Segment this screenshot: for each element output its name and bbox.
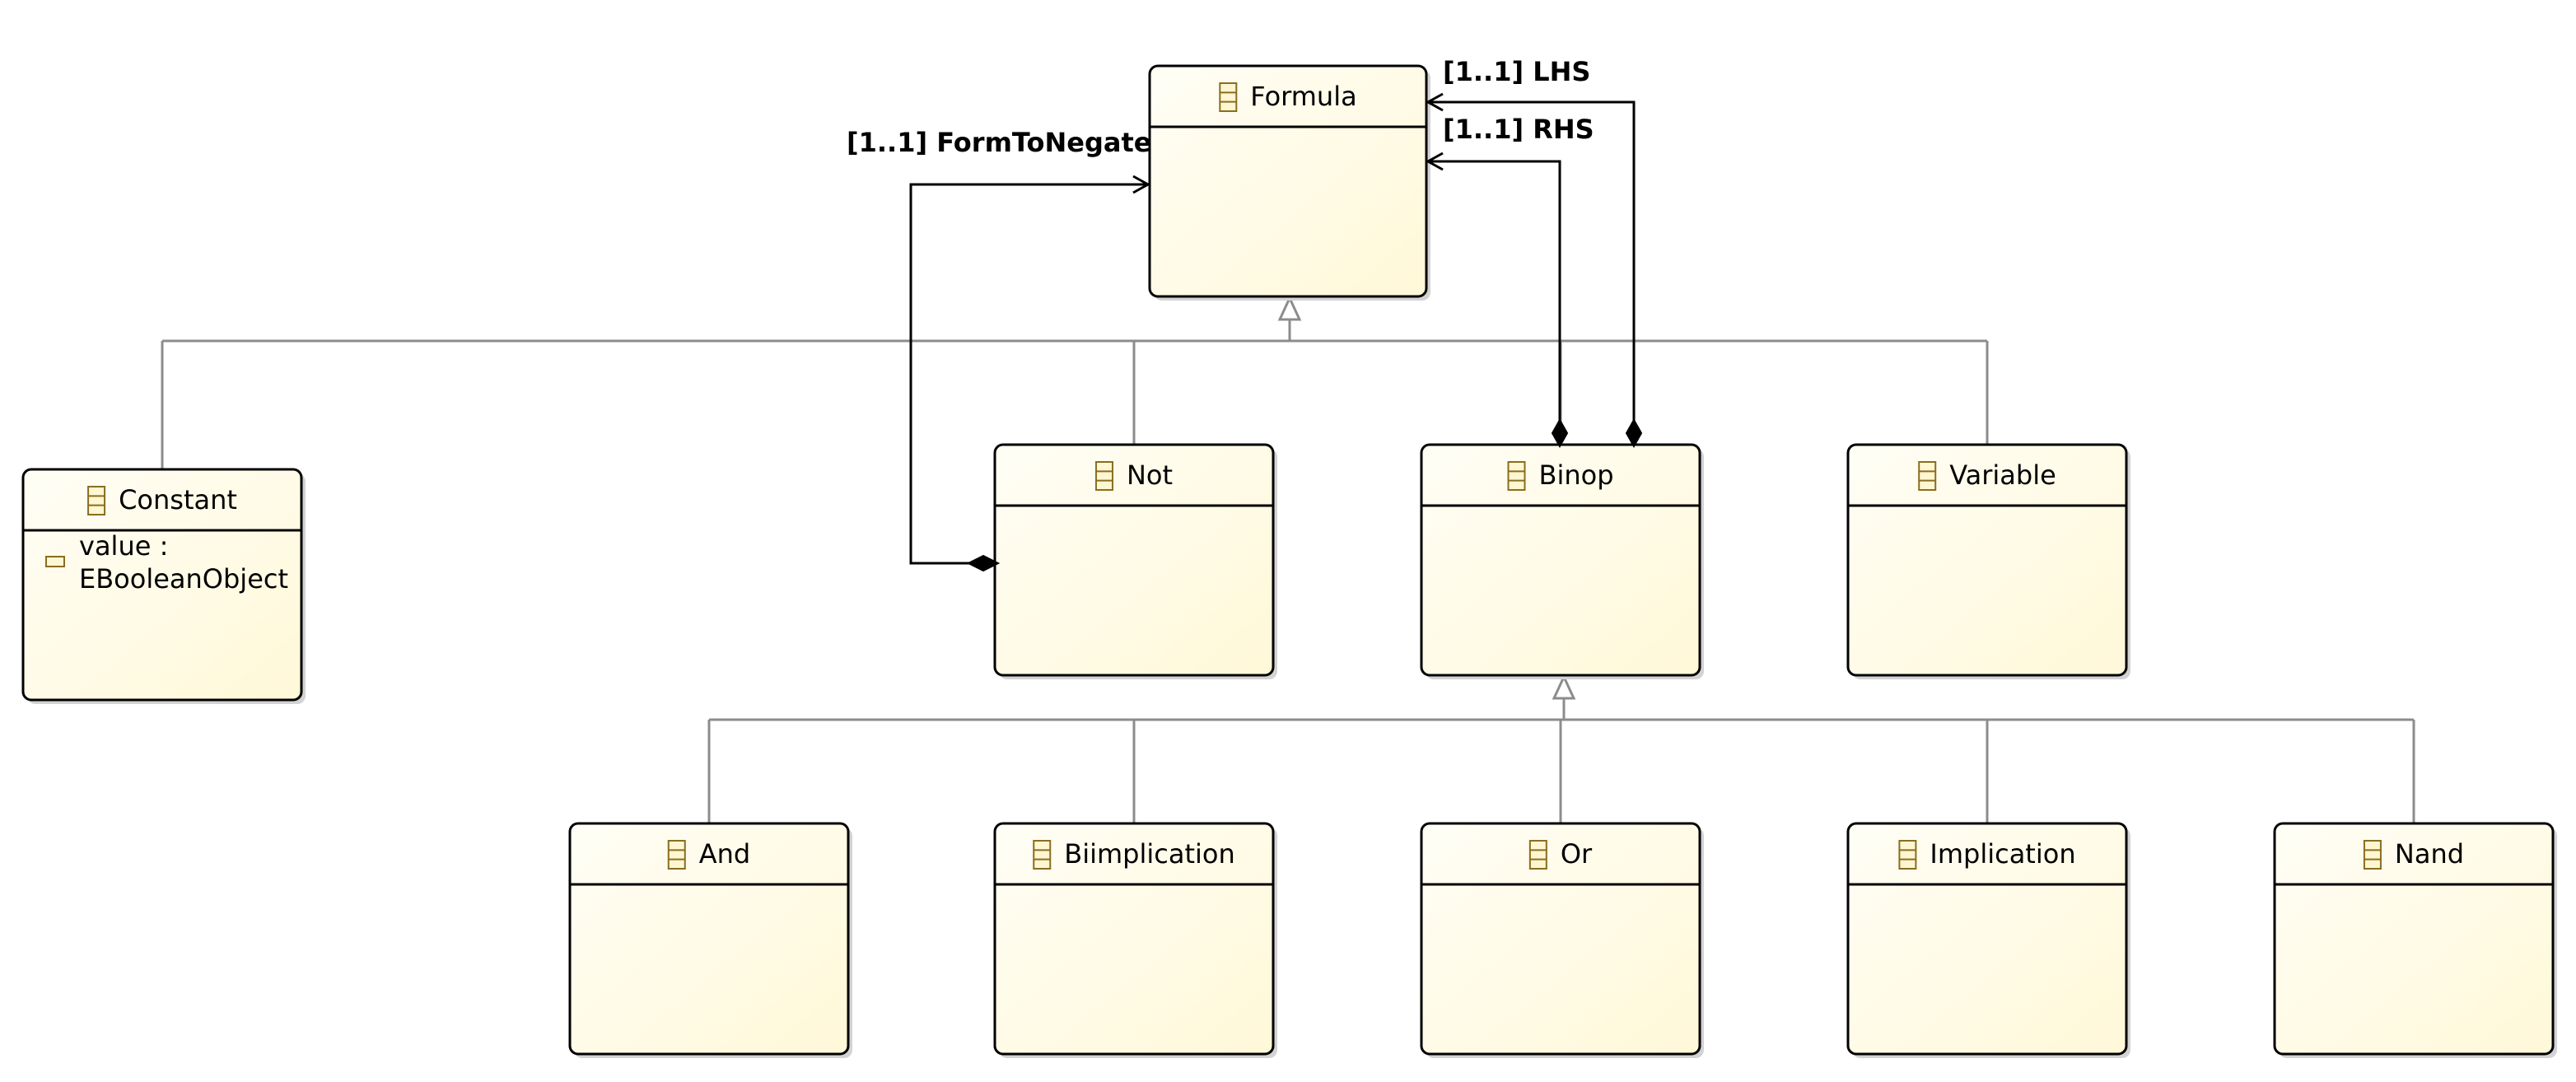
class-name-binop: Binop: [1538, 459, 1613, 491]
eclass-icon: [1094, 461, 1113, 491]
eclass-icon: [1219, 82, 1238, 112]
class-name-implication: Implication: [1930, 838, 2075, 870]
class-frame: [1148, 64, 1428, 298]
class-frame: [1420, 822, 1701, 1056]
class-frame: [1846, 822, 2128, 1056]
arrow-end-layer: [966, 92, 1643, 572]
attribute-text: value :: [79, 530, 168, 562]
reference-ends-rhs: [1425, 152, 1569, 449]
class-box-binop[interactable]: Binop: [1420, 443, 1704, 679]
reference-label-formtonegate: [1..1] FormToNegate: [847, 127, 1151, 158]
eclass-icon: [1918, 461, 1937, 491]
class-box-formula[interactable]: Formula: [1148, 64, 1430, 301]
class-frame: [993, 443, 1275, 677]
class-box-nand[interactable]: Nand: [2273, 822, 2557, 1058]
containment-diamond: [1625, 417, 1643, 449]
class-name-formula: Formula: [1250, 81, 1356, 112]
reference-ends-lhs: [1425, 92, 1643, 449]
class-name-or: Or: [1561, 838, 1593, 870]
class-box-and[interactable]: And: [568, 822, 852, 1058]
generalization-arrowhead: [1277, 295, 1302, 321]
class-box-biimplication[interactable]: Biimplication: [993, 822, 1277, 1058]
reference-ends-formtonegate: [966, 175, 1151, 572]
class-box-or[interactable]: Or: [1420, 822, 1704, 1058]
class-name-constant: Constant: [119, 484, 237, 515]
reference-lhs[interactable]: [1428, 100, 1636, 438]
class-frame: [2273, 822, 2555, 1056]
class-box-constant[interactable]: Constant value :EBooleanObject: [21, 468, 306, 704]
class-name-and: And: [699, 838, 750, 870]
class-name-biimplication: Biimplication: [1064, 838, 1235, 870]
eattribute-icon: [45, 556, 65, 567]
navigable-arrowhead: [1132, 175, 1151, 194]
class-frame: [568, 822, 850, 1056]
navigable-arrowhead: [1425, 152, 1444, 171]
class-box-implication[interactable]: Implication: [1846, 822, 2130, 1058]
class-name-nand: Nand: [2395, 838, 2464, 870]
eclass-icon: [667, 840, 686, 870]
attribute-text: EBooleanObject: [79, 563, 288, 595]
eclass-icon: [1507, 461, 1526, 491]
class-box-not[interactable]: Not: [993, 443, 1277, 679]
eclass-icon: [2363, 840, 2382, 870]
eclass-icon: [1528, 840, 1547, 870]
generalization-layer: [161, 295, 2415, 823]
reference-label-rhs: [1..1] RHS: [1443, 114, 1594, 145]
generalization-arrowhead: [1552, 674, 1576, 700]
class-box-variable[interactable]: Variable: [1846, 443, 2130, 679]
class-frame: [1846, 443, 2128, 677]
reference-layer: [909, 100, 1636, 565]
eclass-icon: [87, 486, 106, 515]
class-frame: [21, 468, 303, 702]
generalization-binop: [707, 674, 2415, 823]
class-name-variable: Variable: [1949, 459, 2056, 491]
reference-label-lhs: [1..1] LHS: [1443, 56, 1590, 87]
eclass-icon: [1033, 840, 1052, 870]
label-layer: [1..1] LHS [1..1] RHS [1..1] FormToNegate: [847, 56, 1594, 158]
eclass-icon: [1898, 840, 1917, 870]
reference-formtonegate[interactable]: [909, 183, 1148, 565]
containment-diamond: [966, 554, 1001, 572]
class-name-not: Not: [1127, 459, 1173, 491]
reference-rhs[interactable]: [1428, 160, 1561, 438]
navigable-arrowhead: [1425, 92, 1444, 112]
containment-diamond: [1551, 417, 1569, 449]
class-frame: [993, 822, 1275, 1056]
